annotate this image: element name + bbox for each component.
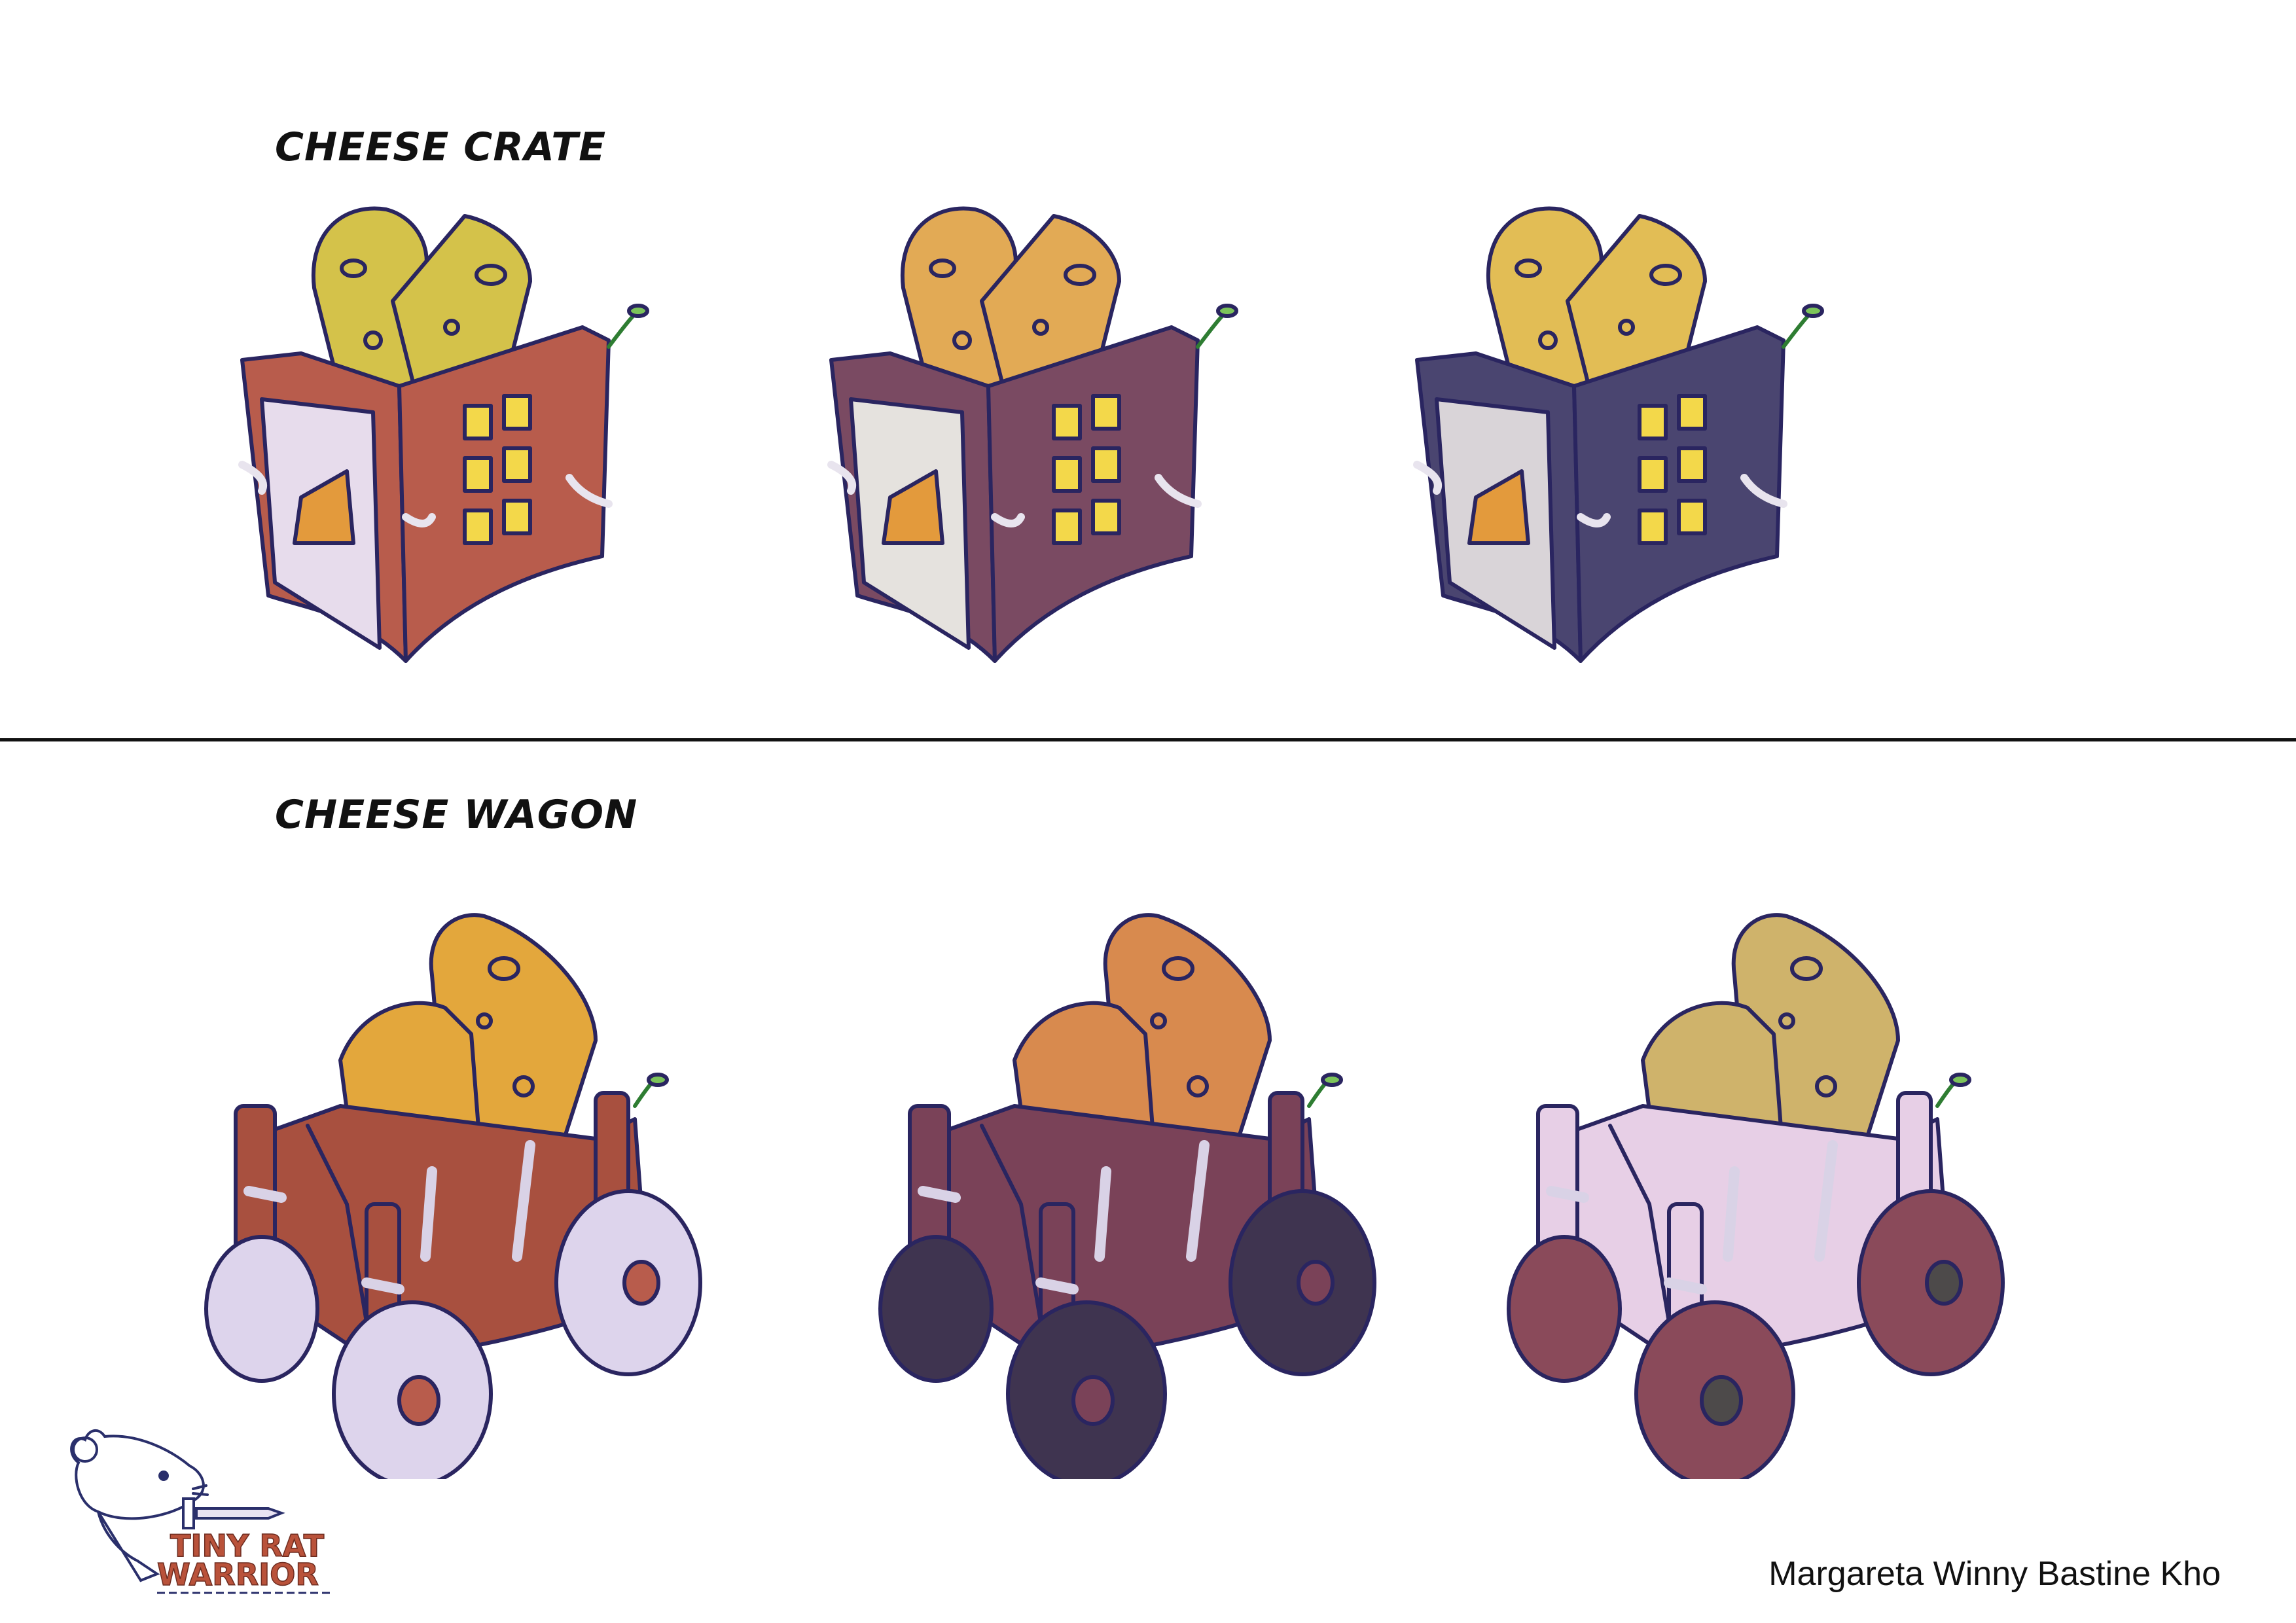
section-title-crate: CHEESE CRATE (275, 124, 607, 170)
crate-right-face (986, 325, 1200, 663)
wagon-wheel-back-left (204, 1235, 319, 1383)
wagon-wheel-front (1006, 1300, 1167, 1479)
wagon-wheel-back-right (1857, 1189, 2005, 1376)
logo-line1: TINY RAT (170, 1528, 325, 1563)
wagon-wheel-back-left (878, 1235, 994, 1383)
wagon-wheel-front (332, 1300, 493, 1479)
tiny-rat-warrior-logo: TINY RAT WARRIOR (70, 1429, 334, 1594)
cheese-emblem (293, 469, 355, 545)
sword-icon (182, 1497, 285, 1529)
cheese-wagon-variant-1 (204, 913, 702, 1479)
crate-right-face (1572, 325, 1785, 663)
cheese-wagon-variant-3 (1507, 913, 2005, 1479)
section-title-wagon: CHEESE WAGON (275, 792, 638, 838)
cheese-crate-variant-1 (238, 206, 649, 663)
wagon-wheel-back-right (1229, 1189, 1376, 1376)
section-divider (0, 738, 2296, 741)
cheese-emblem (882, 469, 944, 545)
wagon-wheel-back-right (554, 1189, 702, 1376)
logo-line2: WARRIOR (157, 1557, 319, 1592)
cheese-crate-variant-3 (1413, 206, 1824, 663)
artist-credit: Margareta Winny Bastine Kho (1768, 1555, 2221, 1593)
crate-right-face (397, 325, 611, 663)
wagon-wheel-front (1634, 1300, 1795, 1479)
cheese-emblem (1467, 469, 1530, 545)
cheese-wagon-variant-2 (878, 913, 1376, 1479)
wagon-wheel-back-left (1507, 1235, 1622, 1383)
cheese-crate-variant-2 (827, 206, 1238, 663)
